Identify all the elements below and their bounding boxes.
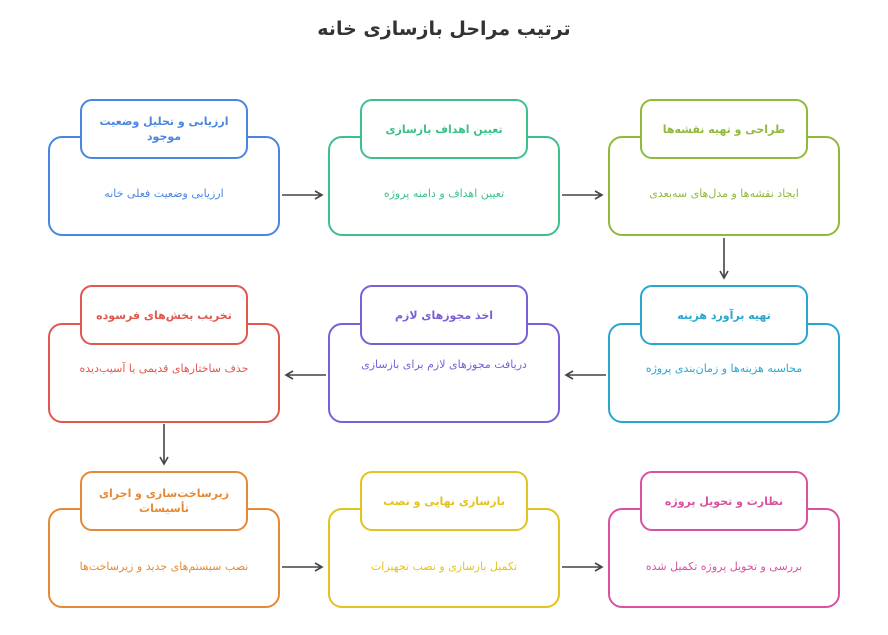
step-8-title: بازسازی نهایی و نصب: [360, 471, 528, 531]
step-3-description: ایجاد نقشه‌ها و مدل‌های سه‌بعدی: [649, 187, 799, 200]
step-7-title: زیرساخت‌سازی و اجرای تأسیسات: [80, 471, 248, 531]
step-6-title: تخریب بخش‌های فرسوده: [80, 285, 248, 345]
step-6-description: حذف ساختارهای قدیمی یا آسیب‌دیده: [79, 362, 249, 375]
step-9-title: نظارت و تحویل پروژه: [640, 471, 808, 531]
step-5-description: دریافت مجوزهای لازم برای بازسازی: [361, 358, 527, 371]
step-1-description: ارزیابی وضعیت فعلی خانه: [104, 187, 224, 200]
step-7-description: نصب سیستم‌های جدید و زیرساخت‌ها: [79, 560, 249, 573]
step-3-title: طراحی و تهیه نقشه‌ها: [640, 99, 808, 159]
step-2-title: تعیین اهداف بازسازی: [360, 99, 528, 159]
step-5-title: اخذ مجوزهای لازم: [360, 285, 528, 345]
step-1-title: ارزیابی و تحلیل وضعیت موجود: [80, 99, 248, 159]
step-2-description: تعیین اهداف و دامنه پروژه: [383, 187, 505, 200]
step-4-title: تهیه برآورد هزینه: [640, 285, 808, 345]
diagram-title: ترتیب مراحل بازسازی خانه: [317, 18, 571, 40]
step-8-description: تکمیل بازسازی و نصب تجهیزات: [370, 560, 518, 573]
step-4-description: محاسبه هزینه‌ها و زمان‌بندی پروژه: [645, 362, 803, 375]
step-9-description: بررسی و تحویل پروژه تکمیل شده: [645, 560, 803, 573]
